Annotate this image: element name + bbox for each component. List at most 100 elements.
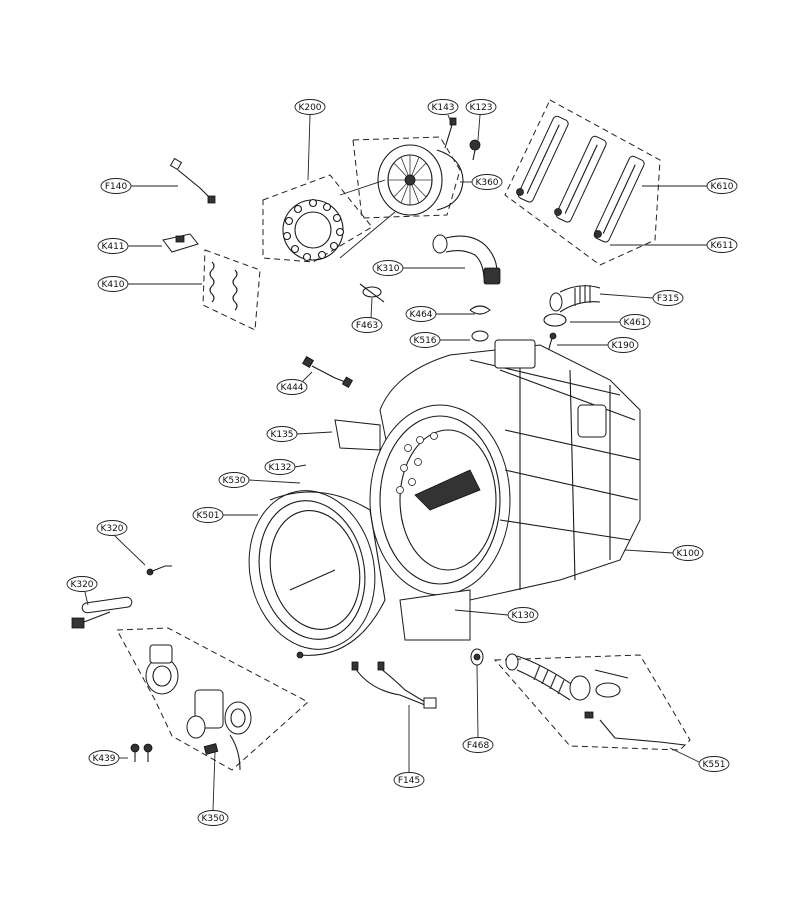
- label-oval: [197, 810, 229, 826]
- part-label: K410: [101, 280, 124, 290]
- part-label: K100: [676, 549, 699, 559]
- springs-k410: [202, 249, 261, 331]
- label-oval: [100, 178, 132, 194]
- pump-group-k350: [116, 627, 309, 771]
- small-parts-top: [359, 283, 567, 353]
- screws-k439: [130, 743, 153, 762]
- part-label: K200: [298, 103, 321, 113]
- leader-line: [599, 293, 654, 299]
- label-oval: [427, 99, 459, 115]
- clip-k411: [162, 233, 199, 253]
- callout-k135: K135: [266, 426, 333, 442]
- gasket-k501: [248, 490, 386, 659]
- part-label: F463: [356, 321, 378, 331]
- part-label: K130: [511, 611, 534, 621]
- label-oval: [96, 520, 128, 536]
- callout-k611: K611: [610, 237, 738, 253]
- callout-k410: K410: [97, 276, 202, 292]
- callout-k143: K143: [427, 99, 459, 126]
- label-oval: [218, 472, 250, 488]
- callout-k310: K310: [372, 260, 465, 276]
- leader-line: [370, 297, 373, 319]
- callout-k320a: K320: [96, 520, 146, 566]
- part-label: K530: [222, 476, 245, 486]
- part-label: K551: [702, 760, 725, 770]
- label-oval: [88, 750, 120, 766]
- callout-f145: F145: [393, 705, 425, 788]
- part-label: K135: [270, 430, 293, 440]
- label-oval: [507, 607, 539, 623]
- hose-k310: [432, 234, 501, 285]
- tub-k100: [334, 339, 641, 641]
- leader-line: [114, 535, 146, 566]
- label-oval: [465, 99, 497, 115]
- leader-line: [447, 114, 453, 126]
- callout-f140: F140: [100, 178, 178, 194]
- leader-line: [476, 664, 479, 738]
- leader-line: [294, 464, 307, 468]
- label-oval: [264, 459, 296, 475]
- label-oval: [192, 507, 224, 523]
- leader-line: [296, 431, 333, 435]
- part-label: K350: [201, 814, 224, 824]
- part-label: K439: [92, 754, 115, 764]
- label-oval: [294, 99, 326, 115]
- rotor-stator-group: [262, 136, 464, 263]
- harness-f145: [351, 661, 437, 709]
- part-label: K516: [413, 336, 436, 346]
- leader-line: [248, 479, 301, 484]
- label-oval: [409, 332, 441, 348]
- part-label: F468: [467, 741, 490, 751]
- part-label: K143: [431, 103, 454, 113]
- part-label: F145: [398, 776, 420, 786]
- part-label: K190: [611, 341, 634, 351]
- label-oval: [698, 756, 730, 772]
- part-label: K123: [469, 103, 492, 113]
- part-label: F315: [657, 294, 679, 304]
- callout-k444: K444: [276, 371, 313, 395]
- leader-line: [624, 549, 674, 554]
- callout-k200: K200: [294, 99, 326, 181]
- label-oval: [97, 276, 129, 292]
- callout-k132: K132: [264, 459, 307, 475]
- callout-f468: F468: [462, 664, 494, 753]
- part-label: K320: [70, 580, 93, 590]
- leader-line: [669, 747, 700, 763]
- callout-k350: K350: [197, 751, 229, 826]
- label-oval: [652, 290, 684, 306]
- part-label: K461: [623, 318, 646, 328]
- leader-line: [477, 114, 481, 141]
- damper-group: [504, 99, 661, 266]
- callout-f463: F463: [351, 297, 383, 333]
- part-label: K132: [268, 463, 291, 473]
- heater-k320: [71, 565, 172, 629]
- label-oval: [351, 317, 383, 333]
- bolt-parts: [444, 117, 481, 161]
- callout-k360: K360: [460, 174, 503, 190]
- label-oval: [66, 576, 98, 592]
- part-label: K310: [376, 264, 399, 274]
- leader-line: [454, 609, 509, 616]
- callout-f315: F315: [599, 290, 684, 306]
- callout-k551: K551: [669, 747, 730, 772]
- part-label: K501: [196, 511, 219, 521]
- leader-line: [212, 751, 216, 811]
- label-oval: [405, 306, 437, 322]
- label-oval: [97, 238, 129, 254]
- wire-k444: [301, 355, 354, 389]
- part-label: K610: [710, 182, 733, 192]
- callout-k411: K411: [97, 238, 162, 254]
- label-oval: [672, 545, 704, 561]
- callout-k130: K130: [454, 607, 539, 623]
- label-oval: [619, 314, 651, 330]
- part-label: K411: [101, 242, 124, 252]
- callout-k530: K530: [218, 472, 301, 488]
- part-label: K611: [710, 241, 733, 251]
- callout-k501: K501: [192, 507, 258, 523]
- drain-hose-k551: [493, 653, 691, 751]
- label-oval: [706, 237, 738, 253]
- leader-line: [307, 114, 311, 181]
- part-label: K464: [409, 310, 432, 320]
